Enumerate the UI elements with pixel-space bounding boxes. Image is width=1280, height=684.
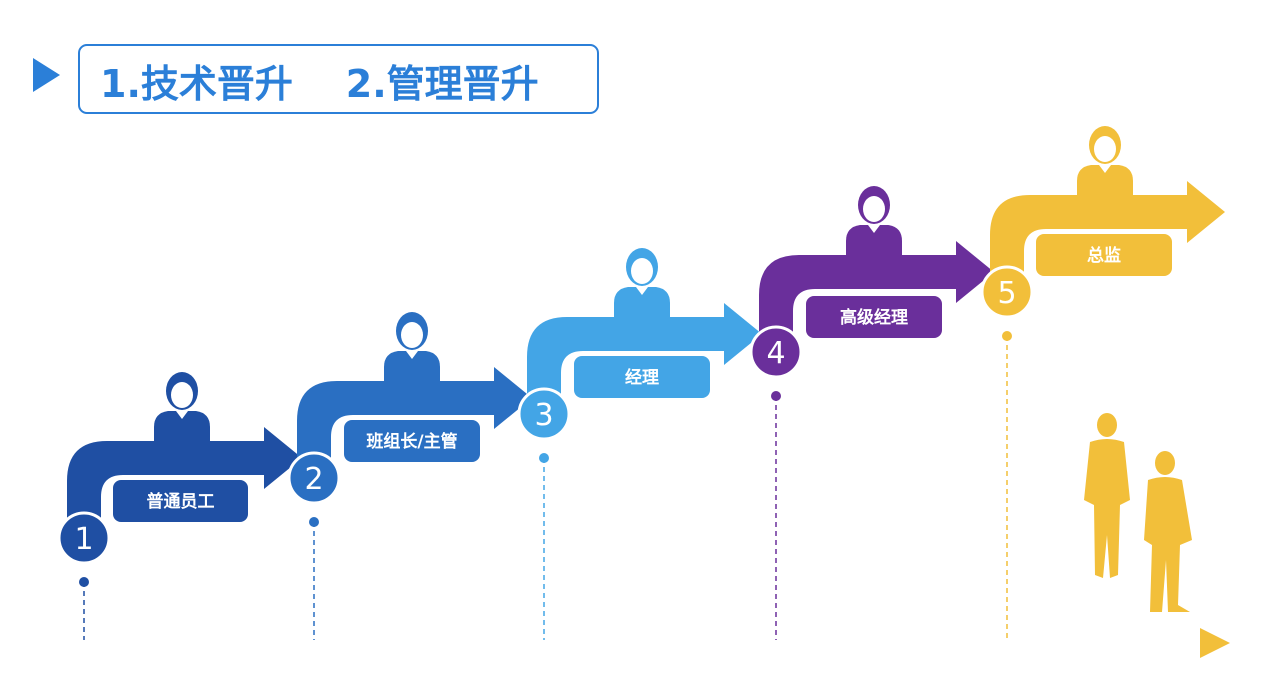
director-icon <box>1077 126 1133 195</box>
step-arrow <box>527 303 762 414</box>
step-leader-dot <box>79 577 89 587</box>
step-label-box <box>574 356 710 398</box>
step-label: 总监 <box>1087 245 1121 266</box>
woman-silhouette <box>1084 413 1130 578</box>
timeline-arrowhead <box>1200 628 1230 658</box>
supervisor-icon <box>384 312 440 381</box>
step-label: 经理 <box>625 367 659 388</box>
step-2: 2 班组长/主管 <box>287 312 532 640</box>
title-box <box>78 44 599 114</box>
step-leader-dot <box>771 391 781 401</box>
step-4: 4 高级经理 <box>749 186 994 640</box>
step-arrow <box>67 427 302 538</box>
step-3: 3 经理 <box>517 248 762 640</box>
timeline <box>40 628 1230 658</box>
step-label-box <box>344 420 480 462</box>
step-label-box <box>806 296 942 338</box>
step-number: 4 <box>766 336 785 371</box>
step-label-box <box>1036 234 1172 276</box>
step-5: 5 总监 <box>980 126 1225 640</box>
step-number-badge <box>749 325 803 379</box>
step-number-badge <box>287 451 341 505</box>
play-arrow-icon <box>33 58 60 92</box>
step-number-badge <box>57 511 111 565</box>
step-1: 1 普通员工 <box>57 372 302 640</box>
step-leader-dot <box>539 453 549 463</box>
manager-icon <box>614 248 670 317</box>
steps: 1 普通员工 2 班组长/主管 3 经理 4 高级经理 5 总监 <box>57 126 1225 640</box>
step-leader-dot <box>1002 331 1012 341</box>
step-number-badge <box>980 265 1034 319</box>
step-arrow <box>990 181 1225 292</box>
step-number: 1 <box>74 522 93 557</box>
man-silhouette <box>1144 451 1192 612</box>
business-people-icon <box>1084 413 1192 612</box>
step-label: 高级经理 <box>840 307 908 328</box>
step-label-box <box>113 480 248 522</box>
step-number: 5 <box>997 276 1016 311</box>
step-number: 3 <box>534 398 553 433</box>
step-leader-dot <box>309 517 319 527</box>
step-label: 班组长/主管 <box>366 431 457 452</box>
senior-manager-icon <box>846 186 902 255</box>
step-arrow <box>759 241 994 352</box>
page-title: 1.技术晋升 2.管理晋升 <box>100 62 539 106</box>
step-arrow <box>297 367 532 478</box>
male-staff-icon <box>154 372 210 441</box>
header: 1.技术晋升 2.管理晋升 <box>33 44 599 114</box>
step-number: 2 <box>304 462 323 497</box>
step-number-badge <box>517 387 571 441</box>
step-label: 普通员工 <box>147 491 215 512</box>
